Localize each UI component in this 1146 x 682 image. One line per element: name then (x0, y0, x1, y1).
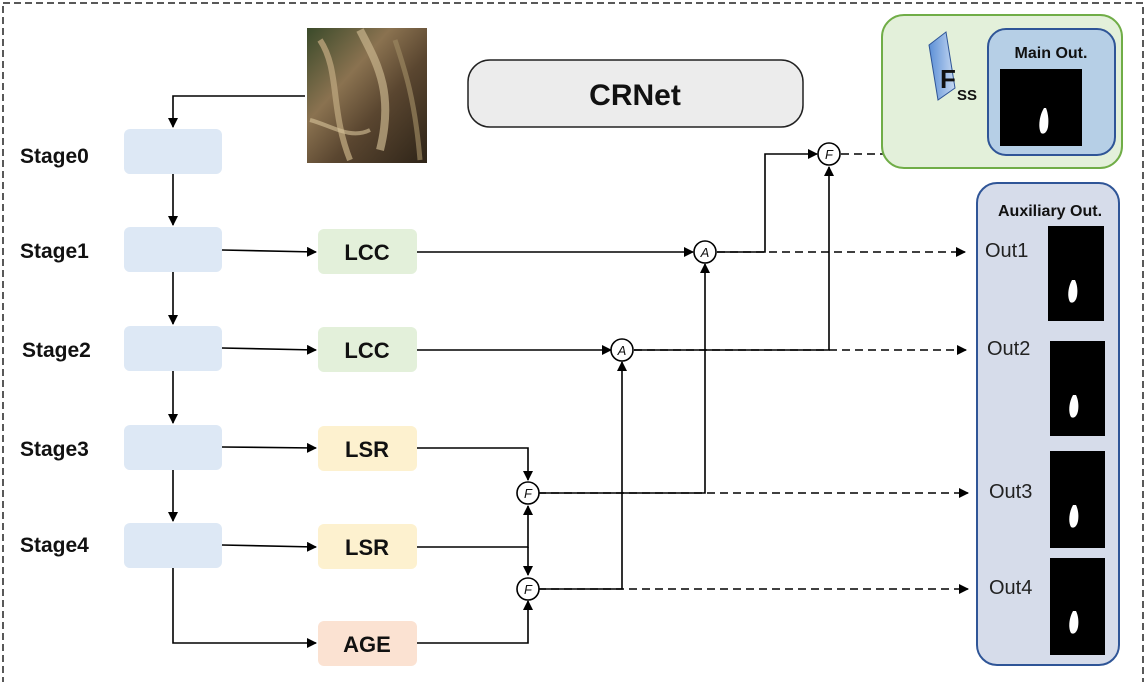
out4-label: Out4 (989, 577, 1032, 599)
svg-text:A: A (617, 343, 627, 358)
solid-connectors (168, 95, 834, 648)
svg-text:AGE: AGE (343, 632, 391, 657)
out1-label: Out1 (985, 240, 1028, 262)
stage0-label: Stage0 (20, 145, 89, 168)
fss-block: F SS (928, 31, 977, 104)
fss-letter: F (940, 64, 956, 94)
stage1-box (124, 227, 222, 272)
stage3-label: Stage3 (20, 438, 89, 461)
out4-mask (1050, 558, 1105, 655)
attention-op-1: A (693, 240, 717, 264)
main-output-title: Main Out. (1015, 45, 1088, 62)
diagram-title: CRNet (589, 79, 681, 112)
stage4-label: Stage4 (20, 534, 89, 557)
lcc1-module: LCC (318, 229, 417, 274)
out2-label: Out2 (987, 338, 1030, 360)
stage2-label: Stage2 (22, 339, 91, 362)
input-image (307, 28, 427, 163)
age-module: AGE (318, 621, 417, 666)
fusion-op-1: F (516, 481, 540, 505)
stage4-box (124, 523, 222, 568)
out3-label: Out3 (989, 481, 1032, 503)
out2-mask (1050, 341, 1105, 436)
out3-mask (1050, 451, 1105, 548)
svg-text:LCC: LCC (344, 240, 389, 265)
svg-text:LSR: LSR (345, 535, 389, 560)
svg-text:LCC: LCC (344, 338, 389, 363)
auxiliary-output-title: Auxiliary Out. (998, 203, 1102, 220)
svg-text:A: A (700, 245, 710, 260)
stage1-label: Stage1 (20, 240, 89, 263)
title-box: CRNet (467, 59, 804, 128)
stage0-box (124, 129, 222, 174)
out1-mask (1048, 226, 1104, 321)
svg-text:LSR: LSR (345, 437, 389, 462)
svg-text:F: F (825, 147, 834, 162)
attention-op-2: A (610, 338, 634, 362)
fusion-op-top: F (817, 142, 841, 166)
svg-text:F: F (524, 486, 533, 501)
stage2-box (124, 326, 222, 371)
auxiliary-output-panel: Auxiliary Out. Out1 Out2 Out3 Out4 (976, 182, 1120, 666)
lsr1-module: LSR (318, 426, 417, 471)
fusion-op-2: F (516, 577, 540, 601)
fss-subscript: SS (957, 87, 977, 104)
main-output-panel: F SS Main Out. (881, 14, 1123, 169)
lcc2-module: LCC (318, 327, 417, 372)
stage3-box (124, 425, 222, 470)
svg-text:F: F (524, 582, 533, 597)
lsr2-module: LSR (318, 524, 417, 569)
main-output-mask (1000, 69, 1082, 146)
